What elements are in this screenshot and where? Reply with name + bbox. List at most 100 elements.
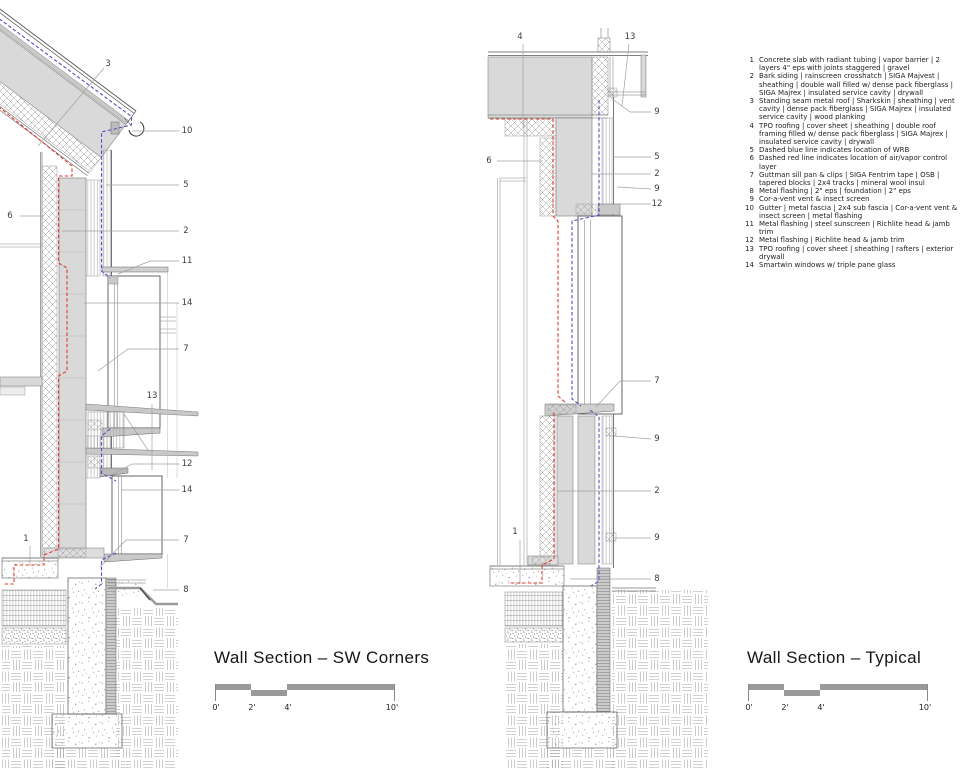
sloped-roof-assembly (0, 8, 137, 177)
right-scale-bar (748, 684, 928, 701)
left-scale-bar (215, 684, 395, 701)
callout-10: 10 (181, 126, 193, 136)
callout-9c: 9 (654, 434, 660, 444)
legend-item: 2 Bark siding | rainscreen crosshatch | S… (742, 72, 960, 97)
legend-item-number: 14 (745, 261, 754, 270)
callout-9b: 9 (654, 184, 660, 194)
legend-item-text: Cor-a-vent vent & insect screen (759, 195, 870, 204)
right-foundation (504, 567, 708, 768)
callout-14b: 14 (181, 485, 193, 495)
legend-item-text: Bark siding | rainscreen crosshatch | SI… (759, 72, 953, 97)
legend-item-number: 13 (745, 244, 754, 253)
legend-item: 6 Dashed red line indicates location of a… (742, 154, 960, 170)
legend-item-number: 12 (745, 236, 754, 245)
legend-item-number: 8 (749, 187, 754, 196)
left-section-drawing (0, 8, 395, 768)
scale-label-2ft: 2' (248, 703, 256, 712)
legend-item-text: Smartwin windows w/ triple pane glass (759, 261, 896, 270)
legend-item: 1 Concrete slab with radiant tubing | vap… (742, 56, 960, 72)
air-vapor-line-red-right (490, 118, 567, 584)
flat-roof-assembly (487, 28, 648, 137)
left-leader-lines (20, 67, 179, 591)
legend-item: 7 Guttman sill pan & clips | SIGA Fentrim… (742, 171, 960, 187)
scale-label-10ft: 10' (918, 703, 932, 712)
callout-8: 8 (654, 574, 660, 584)
legend-item-number: 2 (749, 72, 754, 81)
right-window (544, 203, 623, 417)
legend-item: 4 TPO roofing | cover sheet | sheathing |… (742, 122, 960, 147)
legend-item-number: 11 (745, 220, 754, 229)
legend-item-text: Gutter | metal fascia | 2x4 sub fascia |… (759, 203, 958, 220)
legend-item-number: 7 (749, 170, 754, 179)
legend-item-text: Standing seam metal roof | Sharkskin | s… (759, 97, 955, 122)
right-lower-wall (539, 415, 617, 565)
callout-7: 7 (183, 344, 189, 354)
legend-item-number: 10 (745, 203, 754, 212)
legend-item-text: Dashed blue line indicates location of W… (759, 146, 910, 155)
legend-item-text: Metal flashing | Richlite head & jamb tr… (759, 236, 905, 245)
callout-5: 5 (654, 152, 660, 162)
left-drawing-title: Wall Section – SW Corners (214, 648, 430, 667)
left-wall-assembly (40, 149, 112, 558)
legend-item: 14 Smartwin windows w/ triple pane glass (742, 261, 960, 269)
right-upper-wall (539, 97, 614, 568)
scale-label-4ft: 4' (817, 703, 825, 712)
callout-2b: 2 (654, 486, 660, 496)
left-ledge (0, 376, 43, 396)
right-leader-lines (497, 43, 652, 584)
callout-6: 6 (7, 211, 13, 221)
legend-item: 3 Standing seam metal roof | Sharkskin | … (742, 97, 960, 122)
callout-1: 1 (23, 534, 29, 544)
lower-window (87, 272, 178, 588)
callout-9: 9 (654, 107, 660, 117)
legend-item-text: Guttman sill pan & clips | SIGA Fentrim … (759, 170, 940, 188)
legend-item-number: 4 (749, 121, 754, 130)
legend-item: 5 Dashed blue line indicates location of … (742, 146, 960, 154)
callout-9d: 9 (654, 533, 660, 543)
callout-3: 3 (105, 59, 111, 69)
legend-item-text: TPO roofing | cover sheet | sheathing | … (759, 121, 948, 147)
callout-7b: 7 (183, 535, 189, 545)
callout-5: 5 (183, 180, 189, 190)
interior-ceiling-lines (0, 243, 41, 248)
legend-item-number: 1 (749, 56, 754, 64)
right-drawing-title: Wall Section – Typical (747, 648, 922, 667)
legend-item-number: 3 (749, 97, 754, 106)
callout-14: 14 (181, 298, 193, 308)
legend-item-text: Concrete slab with radiant tubing | vapo… (759, 56, 940, 73)
callout-11: 11 (181, 256, 193, 266)
scale-label-2ft: 2' (781, 703, 789, 712)
legend-item: 9 Cor-a-vent vent & insect screen (742, 195, 960, 203)
callout-12: 12 (651, 199, 663, 209)
legend-item-number: 6 (749, 154, 754, 163)
legend-item-number: 9 (749, 195, 754, 204)
legend-item: 8 Metal flashing | 2" eps | foundation | … (742, 187, 960, 195)
callout-4: 4 (517, 32, 523, 42)
callout-8: 8 (183, 585, 189, 595)
legend-item-text: TPO roofing | cover sheet | sheathing | … (759, 244, 954, 261)
legend-item-text: Metal flashing | 2" eps | foundation | 2… (759, 187, 911, 196)
scale-label-10ft: 10' (385, 703, 399, 712)
legend-item: 12 Metal flashing | Richlite head & jamb … (742, 236, 960, 244)
legend-item: 11 Metal flashing | steel sunscreen | Ric… (742, 220, 960, 236)
legend-item-text: Metal flashing | steel sunscreen | Richl… (759, 220, 950, 237)
callout-13: 13 (146, 391, 158, 401)
wrb-line-blue-left (0, 18, 133, 590)
scale-label-4ft: 4' (284, 703, 292, 712)
legend-item: 13 TPO roofing | cover sheet | sheathing … (742, 245, 960, 261)
callout-2: 2 (183, 226, 189, 236)
right-interior-lines (497, 118, 528, 565)
callout-13: 13 (624, 32, 636, 42)
legend-item: 10 Gutter | metal fascia | 2x4 sub fascia… (742, 204, 960, 220)
scale-label-0ft: 0' (212, 703, 220, 712)
left-foundation (1, 577, 178, 768)
legend-item-number: 5 (749, 146, 754, 155)
left-slab (1, 547, 105, 579)
callout-12: 12 (181, 459, 193, 469)
legend-item-text: Dashed red line indicates location of ai… (759, 154, 948, 171)
keynote-legend: 1 Concrete slab with radiant tubing | vap… (742, 56, 960, 269)
wrb-line-blue-right (571, 100, 600, 587)
callout-1: 1 (512, 527, 518, 537)
